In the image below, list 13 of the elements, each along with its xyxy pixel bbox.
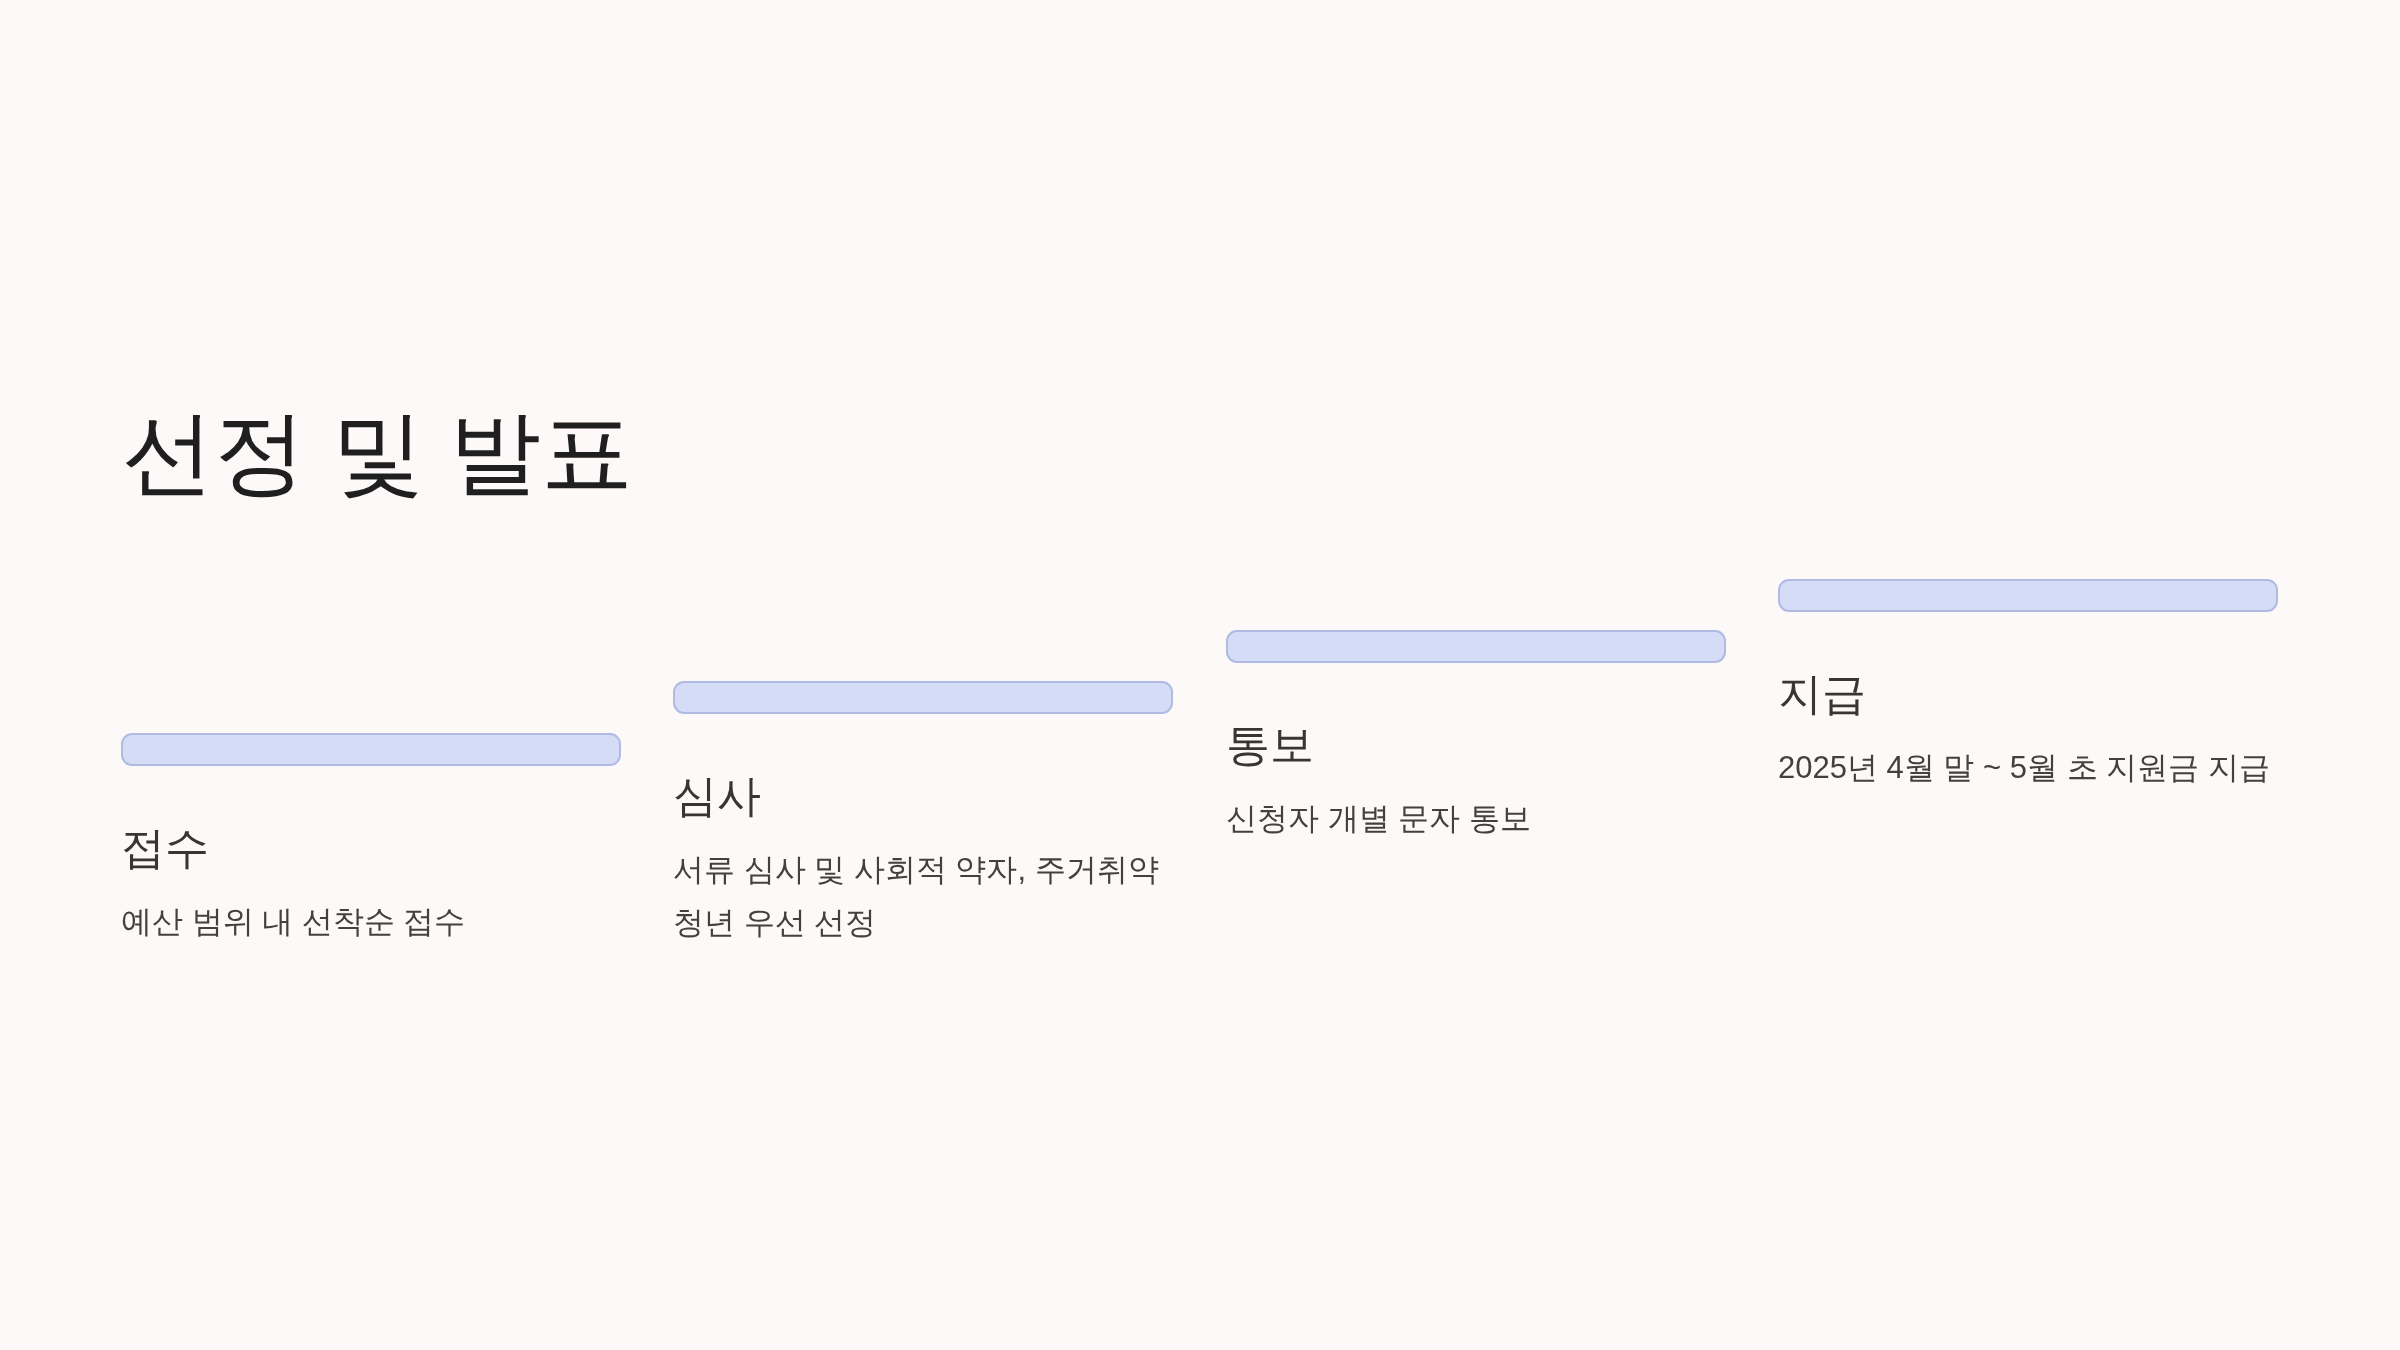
timeline-bar xyxy=(1778,579,2278,612)
step-heading: 심사 xyxy=(673,770,762,822)
step-heading: 통보 xyxy=(1226,719,1315,771)
timeline-bar xyxy=(121,733,621,766)
step-description: 2025년 4월 말 ~ 5월 초 지원금 지급 xyxy=(1778,749,2271,787)
step-heading: 접수 xyxy=(121,822,210,874)
timeline-bar xyxy=(1226,630,1726,663)
step-description: 신청자 개별 문자 통보 xyxy=(1226,800,1532,838)
timeline-bar xyxy=(673,681,1173,714)
step-description: 예산 범위 내 선착순 접수 xyxy=(121,903,467,941)
slide-title: 선정 및 발표 xyxy=(122,400,634,505)
step-description: 서류 심사 및 사회적 약자, 주거취약 청년 우선 선정 xyxy=(673,851,1160,942)
step-heading: 지급 xyxy=(1778,668,1867,720)
